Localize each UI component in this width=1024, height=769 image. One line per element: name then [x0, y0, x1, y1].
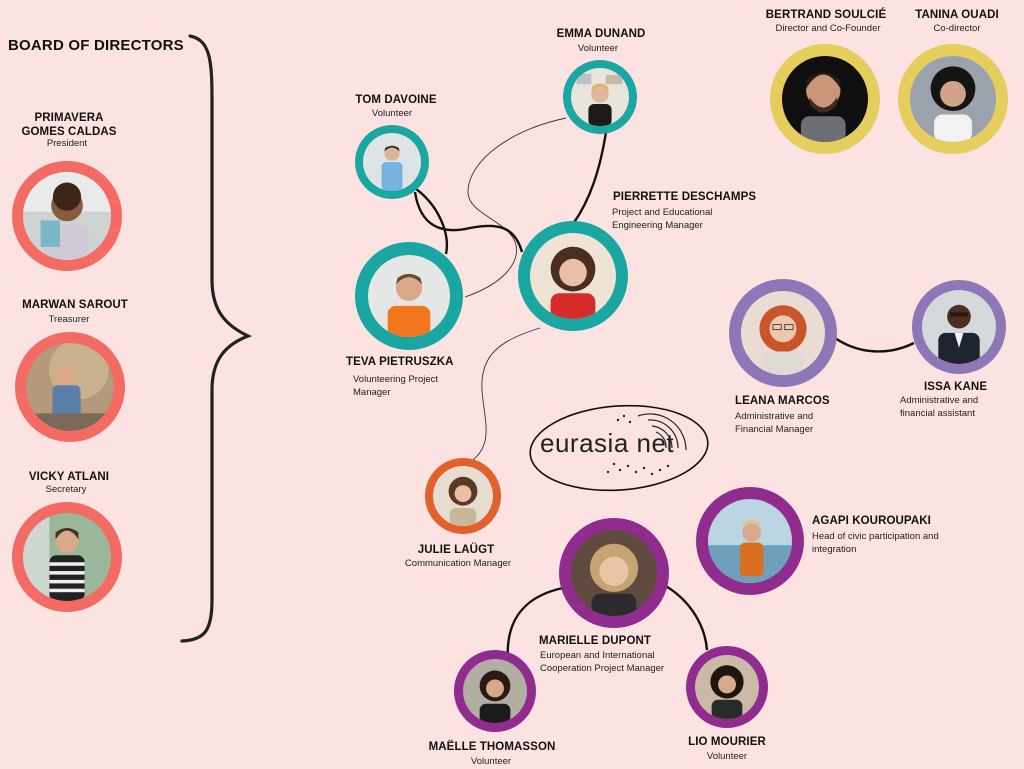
bertrand-avatar[interactable]	[770, 44, 880, 154]
julie-role: Communication Manager	[404, 558, 512, 569]
teva-name: TEVA PIETRUSZKA	[346, 356, 454, 368]
leana-name: LEANA MARCOS	[735, 395, 830, 407]
leana-role: Administrative and Financial Manager	[735, 411, 813, 436]
teva-role: Volunteering Project Manager	[353, 374, 438, 399]
connector-emma-teva	[464, 117, 567, 298]
vicky-name: VICKY ATLANI	[28, 471, 110, 483]
agapi-avatar[interactable]	[696, 487, 804, 595]
marielle-name: MARIELLE DUPONT	[539, 635, 652, 647]
person-photo-icon	[23, 172, 111, 260]
vicky-avatar[interactable]	[12, 502, 122, 612]
person-photo-icon	[571, 530, 657, 616]
primavera-name: PRIMAVERA GOMES CALDAS	[21, 111, 116, 139]
pierrette-name: PIERRETTE DESCHAMPS	[613, 191, 757, 203]
person-photo-icon	[922, 290, 996, 364]
issa-avatar[interactable]	[912, 280, 1006, 374]
marielle-role-line2: Cooperation Project Manager	[540, 662, 665, 674]
connector-leana-issa	[834, 337, 915, 353]
board-brace	[180, 34, 253, 643]
tom-role: Volunteer	[371, 108, 413, 119]
lio-avatar[interactable]	[686, 646, 768, 728]
person-photo-icon	[741, 291, 825, 375]
person-photo-icon	[530, 233, 616, 319]
primavera-role: President	[46, 138, 88, 149]
emma-avatar[interactable]	[563, 60, 637, 134]
person-photo-icon	[363, 133, 421, 191]
pierrette-role-line1: Project and Educational	[612, 207, 713, 218]
agapi-role-line2: integration	[812, 543, 857, 555]
marwan-avatar[interactable]	[15, 332, 125, 442]
pierrette-avatar[interactable]	[518, 221, 628, 331]
tom-name: TOM DAVOINE	[355, 94, 437, 106]
connector-pierrette-julie	[469, 327, 541, 463]
logo-text: eurasia net	[540, 428, 675, 458]
marwan-role: Treasurer	[48, 314, 90, 325]
agapi-name: AGAPI KOUROUPAKI	[812, 515, 931, 527]
emma-role: Volunteer	[577, 43, 619, 54]
person-photo-icon	[23, 513, 111, 601]
pierrette-role: Project and Educational Engineering Mana…	[612, 207, 712, 232]
lio-name: LIO MOURIER	[688, 736, 766, 748]
connector-tom-teva	[411, 185, 448, 255]
tanina-role: Co-director	[933, 23, 981, 34]
lio-role: Volunteer	[706, 751, 748, 762]
teva-role-line2: Manager	[353, 386, 391, 398]
leana-role-line1: Administrative and	[735, 411, 814, 422]
board-title: BOARD OF DIRECTORS	[8, 37, 184, 54]
person-photo-icon	[368, 255, 450, 337]
connector-emma-pierrette	[572, 131, 608, 225]
tanina-avatar[interactable]	[898, 44, 1008, 154]
issa-role-line1: Administrative and	[900, 395, 979, 406]
person-photo-icon	[782, 56, 868, 142]
eurasia-net-logo: eurasia net	[528, 402, 710, 494]
maelle-role: Volunteer	[470, 756, 512, 767]
person-photo-icon	[910, 56, 996, 142]
teva-role-line1: Volunteering Project	[353, 374, 439, 385]
vicky-role: Secretary	[45, 484, 87, 495]
primavera-name-line1: PRIMAVERA	[34, 112, 104, 124]
primavera-name-line2: GOMES CALDAS	[21, 126, 117, 138]
emma-name: EMMA DUNAND	[556, 28, 646, 40]
agapi-role-line1: Head of civic participation and	[812, 531, 939, 542]
person-photo-icon	[695, 655, 759, 719]
tanina-name: TANINA OUADI	[915, 9, 999, 21]
marwan-name: MARWAN SAROUT	[22, 299, 128, 311]
primavera-avatar[interactable]	[12, 161, 122, 271]
person-photo-icon	[433, 466, 493, 526]
bertrand-name: BERTRAND SOULCIÉ	[765, 9, 887, 21]
julie-avatar[interactable]	[425, 458, 501, 534]
person-photo-icon	[708, 499, 792, 583]
issa-role: Administrative and financial assistant	[900, 395, 978, 420]
issa-name: ISSA KANE	[924, 381, 988, 393]
marielle-avatar[interactable]	[559, 518, 669, 628]
bertrand-role: Director and Co-Founder	[775, 23, 881, 34]
marielle-role-line1: European and International	[540, 650, 655, 661]
maelle-name: MAËLLE THOMASSON	[428, 741, 556, 753]
person-photo-icon	[463, 659, 527, 723]
issa-role-line2: financial assistant	[900, 407, 975, 419]
leana-avatar[interactable]	[729, 279, 837, 387]
teva-avatar[interactable]	[355, 242, 463, 350]
maelle-avatar[interactable]	[454, 650, 536, 732]
tom-avatar[interactable]	[355, 125, 429, 199]
leana-role-line2: Financial Manager	[735, 423, 814, 435]
connector-tom-pierrette	[413, 191, 524, 253]
connector-marielle-maelle	[506, 586, 564, 661]
marielle-role: European and International Cooperation P…	[540, 650, 664, 675]
agapi-role: Head of civic participation and integrat…	[812, 531, 939, 556]
pierrette-role-line2: Engineering Manager	[612, 219, 703, 231]
connector-marielle-lio	[663, 583, 709, 651]
person-photo-icon	[571, 68, 629, 126]
person-photo-icon	[26, 343, 114, 431]
julie-name: JULIE LAÜGT	[417, 544, 495, 556]
